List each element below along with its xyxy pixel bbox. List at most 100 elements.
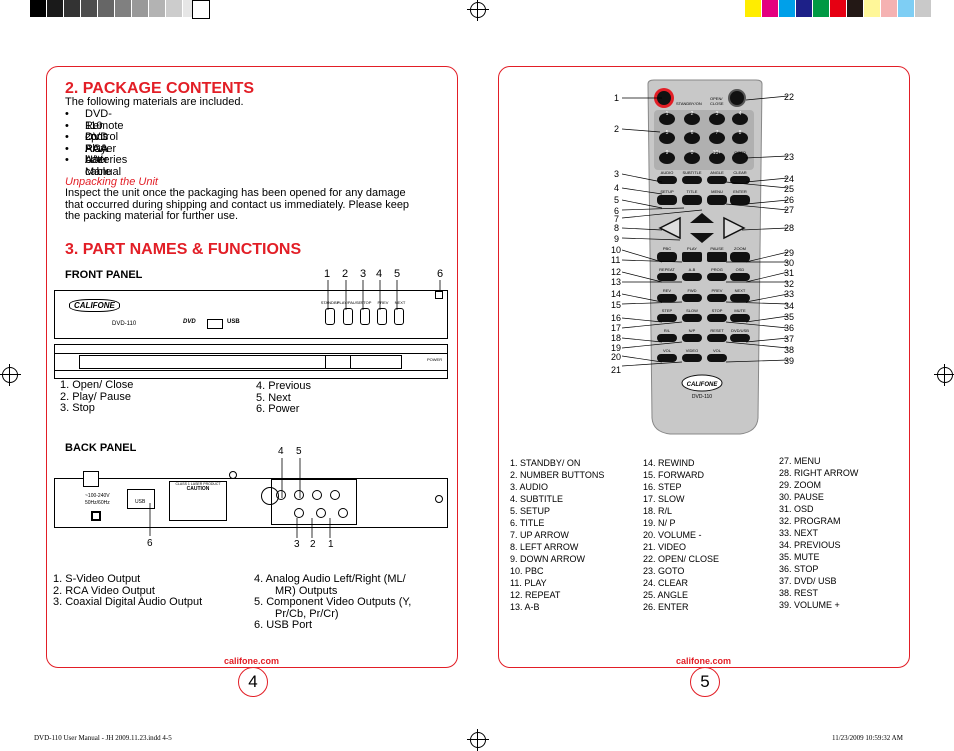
svg-text:PLAY: PLAY	[687, 246, 697, 251]
front-callout-lines	[327, 280, 441, 310]
front-callout: 3	[360, 268, 367, 280]
front-callout: 1	[324, 268, 331, 280]
next-button[interactable]	[394, 308, 404, 325]
usb-port-label: USB	[135, 499, 146, 505]
front-items-right: 4. Previous 5. Next 6. Power	[256, 380, 312, 415]
svg-text:REV: REV	[663, 288, 672, 293]
num-0: 0	[691, 150, 694, 156]
remote-callout: 10	[611, 245, 622, 255]
front-button-label: PREV	[377, 300, 389, 305]
remote-callout: 1	[614, 93, 620, 103]
package-list: •DVD-110 DVD Player •Remote control •2pc…	[65, 108, 128, 178]
front-callout: 5	[394, 268, 401, 280]
remote-callout: 35	[784, 312, 795, 322]
remote-callout: 16	[611, 313, 622, 323]
front-button-label: PLAY/PAUSE	[336, 300, 362, 305]
right-footer: califone.com	[676, 656, 732, 666]
registration-mark-right	[934, 364, 954, 386]
play-pause-button[interactable]	[343, 308, 353, 325]
svg-text:PROG: PROG	[711, 267, 723, 272]
right-page-number: 5	[690, 667, 720, 697]
open-close-label: OPEN/	[710, 96, 723, 101]
svg-text:DVD-110: DVD-110	[692, 394, 712, 400]
remote-callout: 39	[784, 356, 795, 366]
voltage-label: ~100-240V	[85, 493, 110, 499]
svg-text:TITLE: TITLE	[687, 189, 698, 194]
num-6: 6	[691, 130, 694, 136]
svg-text:R/L: R/L	[664, 328, 671, 333]
back-callout: 6	[147, 538, 153, 549]
slug-right: 11/23/2009 10:59:32 AM	[832, 734, 903, 742]
svg-text:VOL: VOL	[663, 348, 672, 353]
svg-text:CLEAR: CLEAR	[733, 170, 746, 175]
left-footer: califone.com	[224, 656, 280, 666]
remote-callout: 25	[784, 184, 795, 194]
remote-callout: 14	[611, 289, 622, 299]
remote-callout: 2	[614, 124, 620, 134]
remote-callout: 22	[784, 92, 795, 102]
package-intro: The following materials are included.	[65, 96, 244, 108]
remote-callout: 27	[784, 205, 795, 215]
svg-text:DVD/USB: DVD/USB	[731, 328, 749, 333]
registration-mark-left	[0, 364, 21, 386]
remote-callout: 11	[611, 255, 621, 265]
svg-text:STOP: STOP	[712, 308, 723, 313]
power-label: POWER	[427, 357, 443, 362]
front-panel-label: FRONT PANEL	[65, 269, 143, 281]
remote-callout: 13	[611, 277, 622, 287]
brand-logo: CALIFONE	[69, 299, 120, 312]
remote-callout: 23	[784, 152, 795, 162]
remote-callout: 7	[614, 214, 620, 224]
svg-text:FWD: FWD	[687, 288, 696, 293]
back-panel-drawing: ~100-240V 50Hz/60Hz USB CLASS 1 LASER PR…	[54, 471, 448, 528]
front-items-left: 1. Open/ Close 2. Play/ Pause 3. Stop	[60, 379, 134, 414]
front-button-label: STANDBY	[320, 300, 340, 305]
svg-text:PAUSE: PAUSE	[710, 246, 724, 251]
remote-callout: 6	[614, 206, 620, 216]
svg-text:SETUP: SETUP	[660, 189, 674, 194]
svg-text:SUBTITLE: SUBTITLE	[682, 170, 701, 175]
model-label: DVD-110	[112, 321, 137, 327]
svg-text:ANGLE: ANGLE	[710, 170, 724, 175]
stop-button[interactable]	[360, 308, 370, 325]
svg-text:PBC: PBC	[663, 246, 671, 251]
open-close-button[interactable]	[325, 308, 335, 325]
power-button[interactable]	[435, 291, 443, 299]
remote-callout: 32	[784, 279, 795, 289]
goto-label: GOTO	[734, 150, 746, 155]
part-names-heading: 3. PART NAMES & FUNCTIONS	[65, 241, 302, 258]
usb-port[interactable]	[127, 489, 155, 509]
back-panel-label: BACK PANEL	[65, 442, 137, 454]
front-button-label: STOP	[360, 300, 372, 305]
remote-callout: 29	[784, 248, 795, 258]
back-items-right: 4. Analog Audio Left/Right (ML/ MR) Outp…	[254, 573, 412, 631]
remote-callout: 36	[784, 323, 795, 333]
svg-text:AUDIO: AUDIO	[661, 170, 674, 175]
front-panel-drawing: CALIFONE DVD-110 DVD USB STANDBY PLAY/PA…	[54, 290, 448, 339]
laser-label: CLASS 1 LASER PRODUCT CAUTION	[169, 481, 227, 521]
svg-text:CLOSE: CLOSE	[710, 101, 724, 106]
remote-callout: 30	[784, 258, 795, 268]
remote-callout: 3	[614, 169, 620, 179]
remote-callout: 8	[614, 223, 620, 233]
slug-left: DVD-110 User Manual - JH 2009.11.23.indd…	[34, 734, 172, 742]
remote-callout: 38	[784, 345, 795, 355]
remote-callout: 12	[611, 267, 622, 277]
registration-mark-bottom	[467, 729, 489, 751]
av-outputs[interactable]	[271, 479, 357, 525]
package-item: DVD-110 DVD Player	[85, 108, 117, 155]
package-item: 2pcs AAA batteries	[85, 131, 128, 166]
remote-callout: 19	[611, 343, 622, 353]
usb-logo: USB	[227, 319, 240, 325]
front-button-label: NEXT	[394, 300, 406, 305]
num-2: 2	[691, 111, 694, 117]
dolby-logo	[207, 319, 223, 329]
remote-callout: 28	[784, 223, 795, 233]
svg-text:MUTE: MUTE	[734, 308, 746, 313]
previous-button[interactable]	[377, 308, 387, 325]
package-contents-heading: 2. PACKAGE CONTENTS	[65, 80, 255, 97]
left-page-number: 4	[238, 667, 268, 697]
